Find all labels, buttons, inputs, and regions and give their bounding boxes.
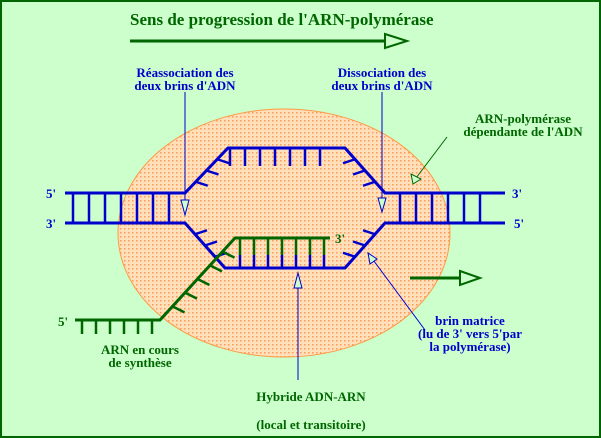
matrice-line2: (lu de 3' vers 5'par: [418, 326, 522, 341]
left-top-end: 5': [46, 186, 56, 201]
arn-line2: de synthèse: [108, 355, 171, 370]
left-bottom-end: 3': [46, 216, 56, 231]
direction-arrowhead-icon: [459, 269, 484, 287]
base-pair-rung: [352, 240, 366, 247]
dna-bottom-strand: [65, 221, 505, 270]
base-pairs: [71, 148, 482, 334]
arn-line1: ARN en cours: [101, 342, 179, 357]
right-top-end: 3': [512, 186, 522, 201]
base-pair-rung: [171, 305, 186, 314]
dissociation-line2: deux brins d'ADN: [331, 78, 433, 93]
base-pair-rung: [196, 277, 211, 287]
base-pair-rung: [206, 169, 219, 176]
base-pair-rung: [362, 180, 376, 187]
dissociation-line1: Dissociation des: [338, 65, 426, 80]
base-pair-rung: [216, 158, 230, 165]
base-pair-rung: [342, 158, 356, 165]
title: Sens de progression de l'ARN-polymérase: [130, 10, 434, 29]
hybride-label: Hybride ADN-ARN: [256, 389, 366, 404]
hybride-sublabel: (local et transitoire): [256, 417, 366, 432]
base-pair-rung: [352, 169, 366, 176]
rna-5-end: 5': [58, 314, 68, 329]
right-bottom-end: 5': [514, 216, 524, 231]
polymerase-ellipse: [117, 108, 451, 358]
base-pair-rung: [195, 180, 209, 187]
base-pair-rung: [362, 229, 376, 236]
progression-arrowhead-icon: [384, 32, 411, 50]
reassociation-line2: deux brins d'ADN: [134, 78, 236, 93]
dna-strands: [65, 146, 505, 270]
polymerase-line1: ARN-polymérase: [475, 111, 571, 126]
polymerase-pointer: [410, 136, 448, 185]
polymerase-line2: dépendante de l'ADN: [463, 124, 583, 139]
pointers: [180, 92, 426, 380]
base-pair-rung: [204, 240, 218, 247]
base-pair-rung: [209, 264, 223, 273]
reassociation-line1: Réassociation des: [136, 65, 233, 80]
base-pair-rung: [342, 251, 356, 258]
base-pair-rung: [194, 229, 208, 236]
rna-3-end: 3': [335, 231, 345, 246]
dna-top-strand: [65, 146, 505, 195]
base-pair-rung: [184, 291, 198, 300]
matrice-line3: la polymérase): [429, 339, 510, 354]
rna-strand: [75, 236, 330, 322]
base-pair-rung: [221, 250, 236, 259]
matrice-line1: brin matrice: [435, 313, 505, 328]
